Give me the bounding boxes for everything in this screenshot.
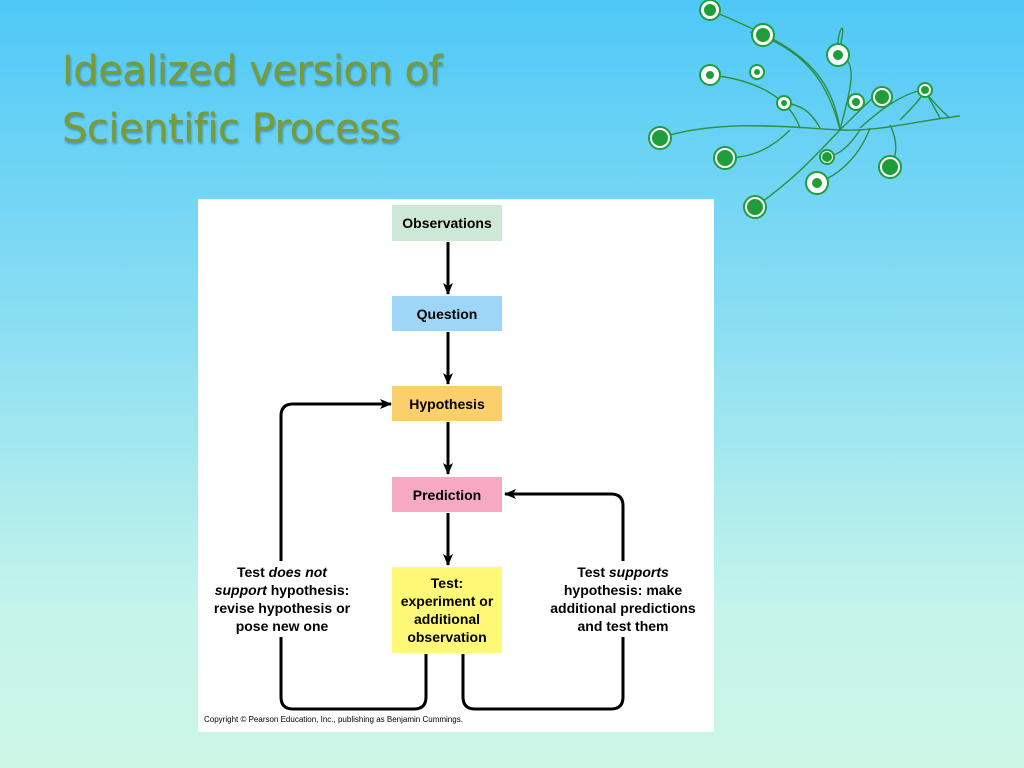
observations-label: Observations: [402, 215, 492, 231]
question-box: Question: [392, 296, 502, 331]
right-note-line-1: Test supports: [577, 564, 669, 580]
right-note: Test supports hypothesis: make additiona…: [536, 561, 710, 637]
scientific-process-figure: Observations Question Hypothesis Predict…: [198, 199, 714, 732]
arrow-test-to-prediction: [461, 489, 625, 711]
test-box: Test: experiment or additional observati…: [392, 567, 502, 653]
prediction-label: Prediction: [412, 486, 482, 503]
test-label-line-2: experiment or: [400, 593, 494, 609]
right-note-line-4: and test them: [577, 618, 669, 634]
right-note-line-3: additional predictions: [550, 600, 696, 616]
arrow-test-to-hypothesis: [279, 399, 428, 711]
test-label-line-4: observation: [407, 629, 487, 645]
copyright-notice: Copyright © Pearson Education, Inc., pub…: [204, 715, 463, 724]
vine-ornament-icon: [648, 0, 961, 219]
question-label: Question: [416, 305, 478, 322]
hypothesis-box: Hypothesis: [392, 386, 502, 421]
left-note-line-2: support hypothesis:: [214, 582, 350, 598]
slide-title-line-2: Scientific Process: [62, 106, 400, 152]
left-note-line-4: pose new one: [235, 618, 329, 634]
observations-box: Observations: [392, 205, 502, 241]
test-label-line-1: Test:: [430, 575, 464, 591]
slide-title-line-1: Idealized version of: [62, 48, 443, 94]
test-label-line-3: additional: [413, 611, 481, 627]
left-note: Test does not support hypothesis: revise…: [202, 561, 362, 637]
slide-title: Idealized version of Scientific Process: [62, 42, 443, 158]
flow-arrows: [279, 242, 625, 711]
prediction-box: Prediction: [392, 477, 502, 512]
right-note-line-2: hypothesis: make: [563, 582, 683, 598]
hypothesis-label: Hypothesis: [409, 395, 485, 412]
left-note-line-1: Test does not: [237, 564, 327, 580]
left-note-line-3: revise hypothesis or: [213, 600, 351, 616]
